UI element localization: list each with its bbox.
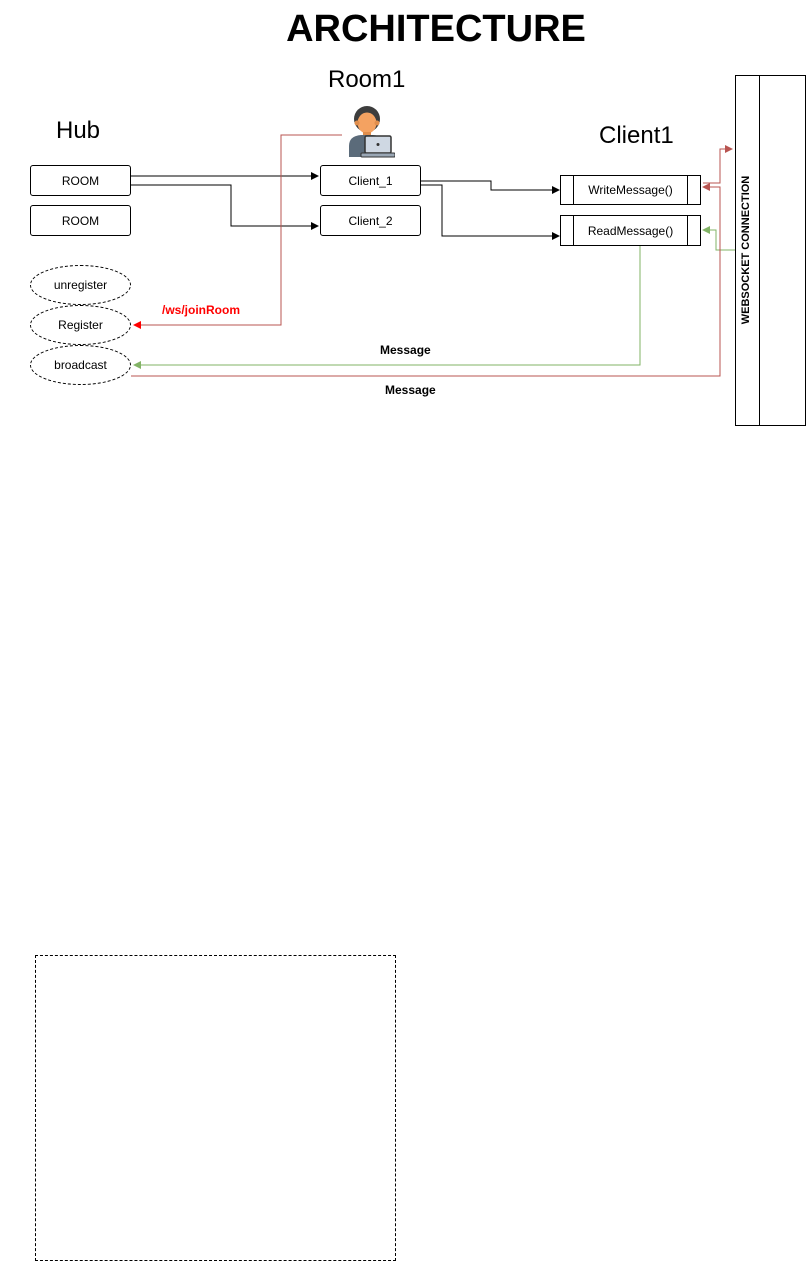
read-message-box[interactable]: ReadMessage()	[560, 215, 701, 246]
hub-room-2[interactable]: ROOM	[30, 205, 131, 236]
websocket-divider	[759, 76, 760, 425]
room-client-2[interactable]: Client_2	[320, 205, 421, 236]
edge-room-to-client2	[131, 184, 319, 230]
edge-read-to-broadcast	[133, 246, 641, 369]
user-with-laptop-icon	[343, 102, 396, 158]
write-message-box[interactable]: WriteMessage()	[560, 175, 701, 205]
register-channel[interactable]: Register	[30, 305, 131, 345]
hub-room-1[interactable]: ROOM	[30, 165, 131, 196]
room-heading: Room1	[328, 66, 406, 93]
edge-join-room	[133, 134, 342, 329]
empty-dashed-frame	[35, 955, 396, 1261]
edge-client1-to-write	[421, 180, 560, 194]
edge-broadcast-to-write	[131, 183, 721, 377]
edge-write-to-ws	[703, 145, 733, 184]
room-client-1[interactable]: Client_1	[320, 165, 421, 196]
diagram-title: ARCHITECTURE	[286, 8, 586, 50]
hub-heading: Hub	[56, 117, 101, 144]
client-heading: Client1	[599, 122, 674, 149]
message-label-red: Message	[385, 383, 436, 397]
broadcast-channel[interactable]: broadcast	[30, 345, 131, 385]
message-label-green: Message	[380, 343, 431, 357]
write-message-label: WriteMessage()	[588, 183, 673, 197]
read-message-label: ReadMessage()	[587, 223, 674, 238]
edge-ws-to-read	[702, 226, 735, 251]
websocket-connection-box[interactable]	[735, 75, 806, 426]
websocket-label: WEBSOCKET CONNECTION	[740, 175, 752, 325]
unregister-channel[interactable]: unregister	[30, 265, 131, 305]
edge-client1-to-read	[421, 184, 560, 240]
join-room-label: /ws/joinRoom	[162, 303, 240, 317]
